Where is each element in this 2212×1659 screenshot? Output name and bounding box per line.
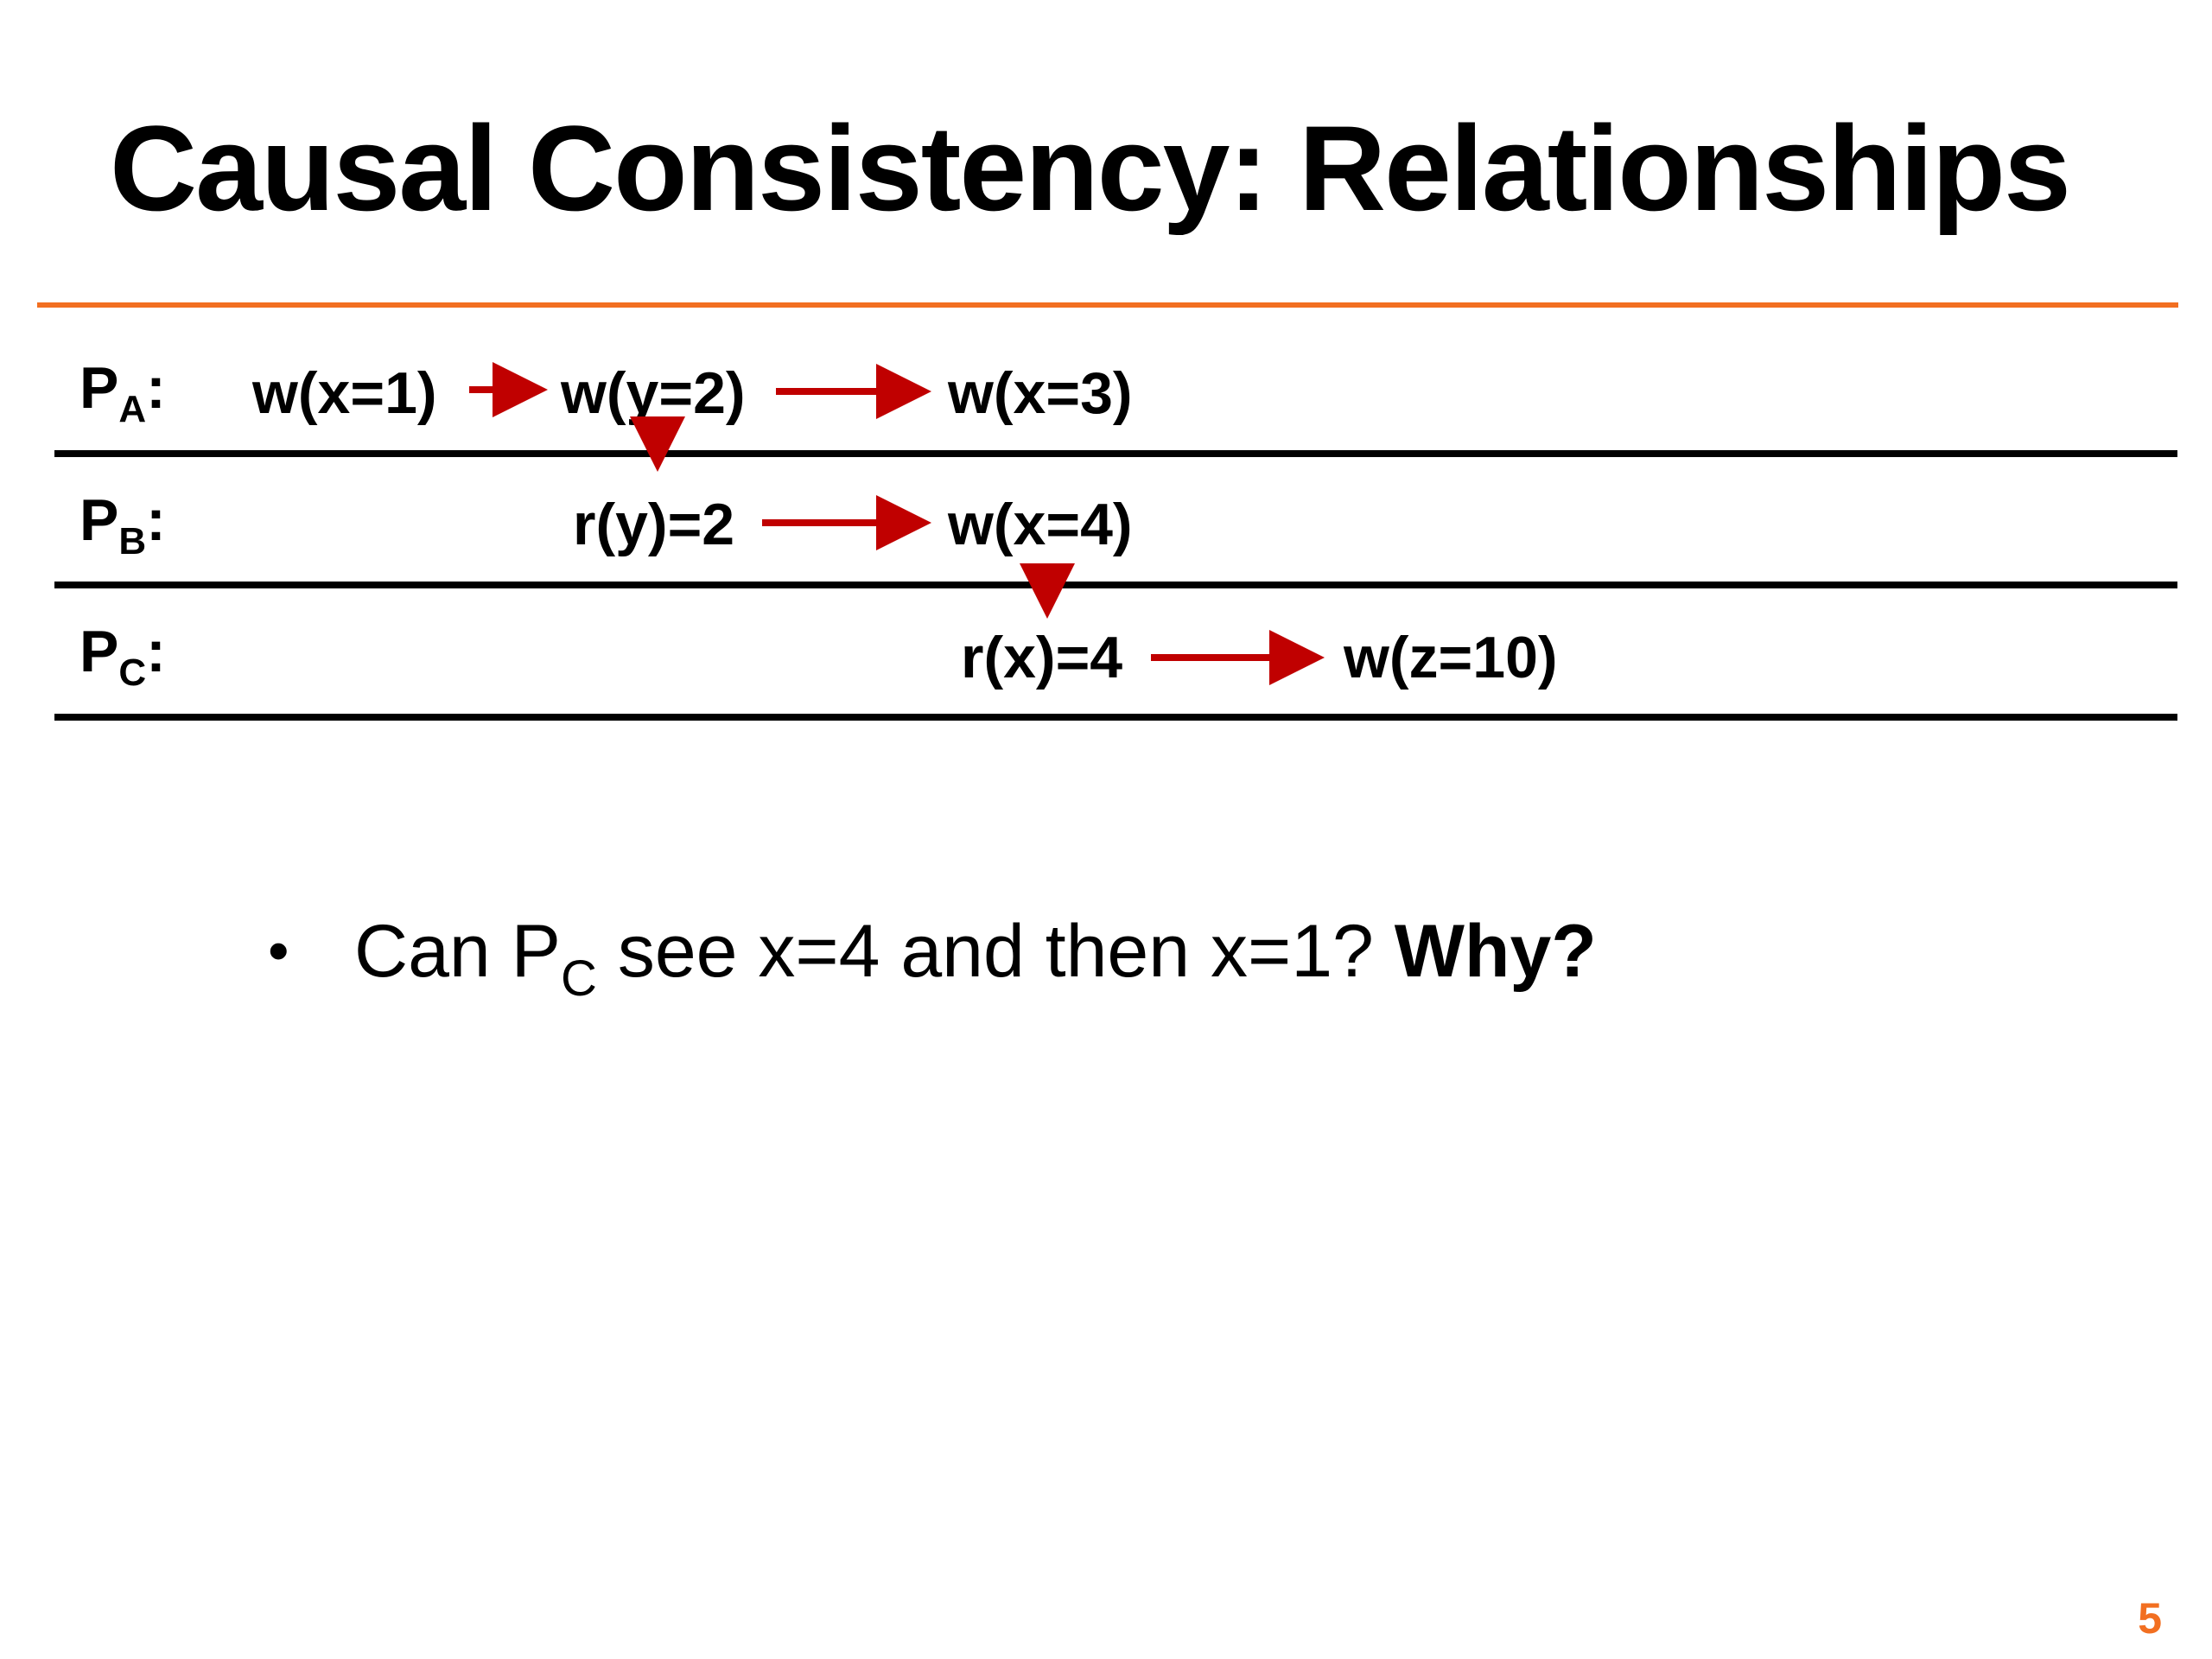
- operation-node: r(y)=2: [573, 492, 734, 557]
- process-timeline-diagram: PA: PB: PC: w(x=1) w(y=2) w(x=3) r(y)=2 …: [54, 355, 2177, 721]
- operation-node: w(x=3): [947, 360, 1133, 426]
- operation-node: w(z=10): [1343, 625, 1558, 690]
- operation-node: r(x)=4: [961, 625, 1122, 690]
- operation-node: w(x=4): [947, 492, 1133, 557]
- operation-node: w(y=2): [560, 360, 746, 426]
- bullet-icon: •: [268, 917, 289, 984]
- process-a-label: PA:: [79, 355, 166, 430]
- question-prefix: Can P: [354, 910, 562, 993]
- question-emphasis: Why?: [1394, 910, 1597, 993]
- page-number: 5: [2138, 1594, 2162, 1643]
- question-bullet: • Can PC see x=4 and then x=1? Why?: [268, 907, 1597, 1004]
- title-divider: [37, 302, 2178, 308]
- slide-title: Causal Consistency: Relationships: [110, 100, 2071, 236]
- process-b-label: PB:: [79, 487, 166, 563]
- question-subscript: C: [561, 950, 597, 1007]
- question-text: see x=4 and then x=1?: [596, 910, 1374, 993]
- operation-node: w(x=1): [251, 360, 437, 426]
- process-c-label: PC:: [79, 619, 166, 694]
